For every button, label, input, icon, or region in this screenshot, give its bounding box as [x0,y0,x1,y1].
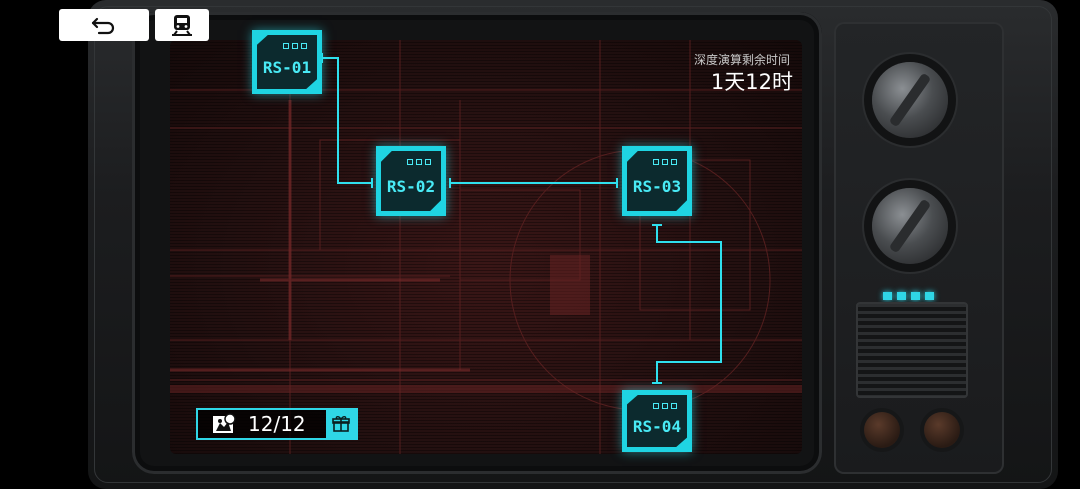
character-badge-icon [212,413,240,435]
node-rs-01[interactable]: RS-01 [252,30,322,94]
progress-counter: 12/12 [196,408,358,440]
node-label: RS-03 [632,176,682,196]
blueprint-background [170,40,802,454]
undo-arrow-icon [91,17,115,35]
node-label: RS-01 [262,57,312,77]
gift-icon [332,416,350,432]
node-rs-03[interactable]: RS-03 [622,146,692,216]
node-rs-04[interactable]: RS-04 [622,390,692,452]
counter-value: 12/12 [248,412,306,436]
indicator-light [911,292,920,300]
indicator-light [897,292,906,300]
bottom-dial-knob [872,188,948,264]
indicator-light [925,292,934,300]
reward-button[interactable] [326,410,356,438]
panel-button-right [924,412,960,448]
train-button[interactable] [155,9,209,41]
indicator-light [883,292,892,300]
map-screen [170,40,802,454]
speaker-grille [856,302,968,398]
train-icon [172,15,192,36]
node-label: RS-02 [386,176,436,196]
back-button[interactable] [59,9,149,41]
node-label: RS-04 [632,416,682,436]
top-dial-knob [872,62,948,138]
timer-value: 1天12时 [710,70,793,94]
panel-button-left [864,412,900,448]
timer-label: 深度演算剩余时间 [693,53,790,67]
node-rs-02[interactable]: RS-02 [376,146,446,216]
